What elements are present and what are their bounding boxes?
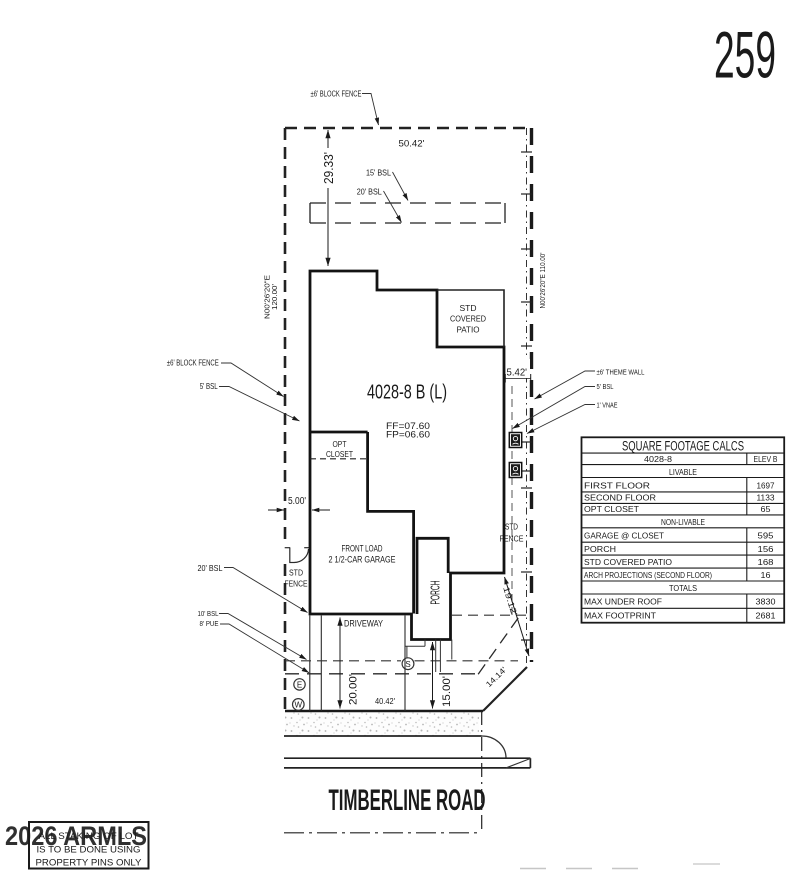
svg-text:2026 ARMLS: 2026 ARMLS	[5, 821, 147, 851]
svg-text:TOTALS: TOTALS	[669, 584, 697, 593]
svg-text:PROPERTY PINS ONLY: PROPERTY PINS ONLY	[36, 858, 143, 869]
svg-text:8' PUE: 8' PUE	[200, 619, 219, 628]
svg-text:5.42': 5.42'	[507, 367, 528, 379]
svg-text:COVERED: COVERED	[450, 314, 486, 324]
svg-text:STD COVERED PATIO: STD COVERED PATIO	[584, 558, 672, 567]
svg-text:2 1/2-CAR GARAGE: 2 1/2-CAR GARAGE	[329, 555, 396, 565]
svg-text:1' VNAE: 1' VNAE	[597, 401, 618, 410]
svg-text:FIRST FLOOR: FIRST FLOOR	[584, 482, 650, 491]
svg-text:LIVABLE: LIVABLE	[669, 468, 697, 477]
svg-text:2681: 2681	[756, 612, 777, 621]
svg-text:CLOSET: CLOSET	[326, 449, 353, 459]
svg-text:168: 168	[758, 558, 775, 567]
svg-text:ALL STAKING OF LOT: ALL STAKING OF LOT	[39, 831, 139, 842]
svg-text:5' BSL: 5' BSL	[200, 381, 218, 391]
svg-text:SECOND FLOOR: SECOND FLOOR	[584, 494, 656, 503]
svg-text:GARAGE @ CLOSET: GARAGE @ CLOSET	[584, 531, 664, 540]
svg-text:ARCH PROJECTIONS (SECOND FLOOR: ARCH PROJECTIONS (SECOND FLOOR)	[584, 571, 712, 580]
svg-text:PORCH: PORCH	[428, 581, 443, 605]
svg-text:FRONT LOAD: FRONT LOAD	[342, 544, 383, 554]
svg-text:STD: STD	[460, 303, 477, 313]
svg-text:20.00': 20.00'	[348, 674, 360, 705]
svg-text:120.00': 120.00'	[272, 284, 279, 310]
svg-text:MAX FOOTPRINT: MAX FOOTPRINT	[584, 612, 656, 621]
svg-text:4028-8: 4028-8	[644, 455, 673, 464]
svg-text:N00'26'20"E: N00'26'20"E	[265, 275, 272, 319]
svg-text:10' BSL: 10' BSL	[198, 609, 219, 618]
svg-text:NON-LIVABLE: NON-LIVABLE	[661, 518, 705, 527]
svg-text:TIMBERLINE ROAD: TIMBERLINE ROAD	[329, 784, 486, 817]
svg-text:FP=06.60: FP=06.60	[386, 430, 430, 441]
svg-text:PATIO: PATIO	[457, 325, 480, 335]
svg-text:FF=07.60: FF=07.60	[386, 421, 430, 432]
svg-text:5.00': 5.00'	[288, 496, 306, 507]
svg-text:4028-8 B (L): 4028-8 B (L)	[367, 382, 447, 404]
svg-text:40.42': 40.42'	[375, 696, 395, 706]
svg-text:OPT CLOSET: OPT CLOSET	[584, 505, 639, 514]
svg-text:E: E	[297, 681, 302, 690]
svg-text:W: W	[295, 701, 303, 710]
svg-text:±6' THEME WALL: ±6' THEME WALL	[597, 368, 645, 377]
svg-text:PORCH: PORCH	[584, 545, 616, 554]
svg-text:STD: STD	[289, 569, 303, 578]
svg-text:65: 65	[761, 505, 772, 514]
svg-text:OPT: OPT	[333, 439, 347, 449]
svg-text:IS TO BE DONE USING: IS TO BE DONE USING	[37, 845, 141, 856]
svg-text:1133: 1133	[757, 494, 776, 503]
svg-text:FENCE: FENCE	[285, 580, 308, 589]
svg-text:259: 259	[714, 18, 776, 92]
svg-text:S: S	[405, 660, 410, 669]
svg-text:MAX UNDER ROOF: MAX UNDER ROOF	[584, 598, 662, 607]
svg-text:156: 156	[758, 545, 775, 554]
svg-text:±6' BLOCK FENCE: ±6' BLOCK FENCE	[311, 89, 362, 99]
svg-text:20' BSL: 20' BSL	[198, 563, 223, 573]
svg-text:3830: 3830	[756, 598, 777, 607]
svg-text:5' BSL: 5' BSL	[597, 382, 614, 391]
svg-text:ELEV B: ELEV B	[754, 455, 778, 464]
svg-text:50.42': 50.42'	[399, 139, 425, 150]
svg-text:FENCE: FENCE	[500, 535, 524, 544]
svg-text:16: 16	[761, 571, 772, 580]
svg-text:20' BSL: 20' BSL	[357, 187, 382, 197]
svg-text:STD: STD	[505, 523, 518, 532]
svg-text:15.00': 15.00'	[441, 676, 453, 707]
svg-text:15' BSL: 15' BSL	[366, 168, 391, 178]
svg-text:1697: 1697	[757, 482, 776, 491]
svg-text:N00'26'20"E 110.00': N00'26'20"E 110.00'	[538, 252, 547, 308]
svg-text:595: 595	[758, 531, 775, 540]
svg-text:29.33': 29.33'	[321, 152, 336, 184]
svg-text:±6' BLOCK FENCE: ±6' BLOCK FENCE	[167, 358, 219, 368]
svg-text:SQUARE FOOTAGE CALCS: SQUARE FOOTAGE CALCS	[622, 439, 744, 454]
svg-text:DRIVEWAY: DRIVEWAY	[344, 619, 383, 629]
